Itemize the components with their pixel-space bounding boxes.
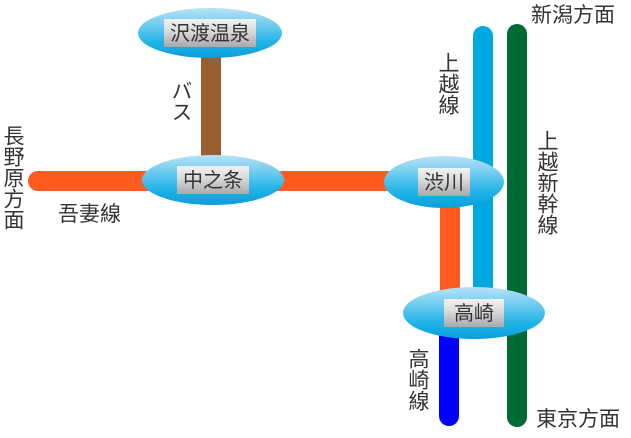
joetsu-line-label: 上越線 <box>436 52 460 115</box>
station-shima-onsen[interactable]: 沢渡温泉 <box>138 8 282 58</box>
station-shibukawa[interactable]: 渋川 <box>384 156 504 208</box>
bus-label: バス <box>169 80 193 122</box>
station-name: 高崎 <box>444 299 504 327</box>
agatsuma-line-label: 吾妻線 <box>58 202 121 226</box>
station-nakanojo[interactable]: 中之条 <box>142 155 284 205</box>
direction-tokyo: 東京方面 <box>536 407 620 431</box>
station-takasaki[interactable]: 高崎 <box>403 287 545 339</box>
station-name: 渋川 <box>418 168 470 196</box>
direction-naganohara: 長野原方面 <box>1 125 25 230</box>
takasaki-line-label: 高崎線 <box>406 348 430 411</box>
station-name: 中之条 <box>177 166 249 194</box>
station-name: 沢渡温泉 <box>164 19 256 47</box>
direction-niigata: 新潟方面 <box>531 3 615 27</box>
joetsu-shinkansen-label: 上越新幹線 <box>535 130 559 235</box>
